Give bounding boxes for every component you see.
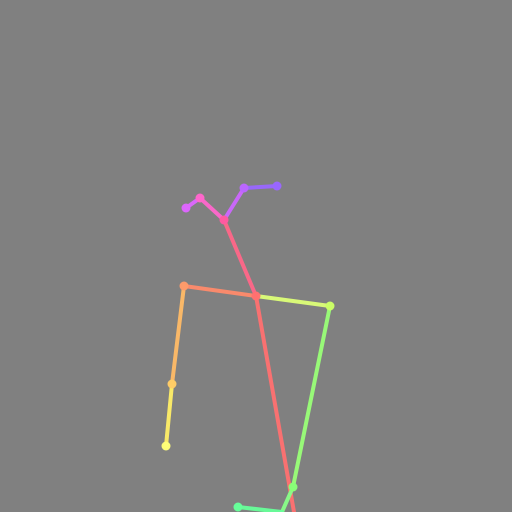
joint-right-eye [195,193,205,203]
bone-right-upper-arm [170,284,186,386]
joint-nose [219,215,229,225]
bone-left-lower [280,485,295,512]
joint-left-ear [272,181,282,191]
bone-left-upper-arm [291,304,332,489]
bone-hip-foot [236,505,284,512]
bone-neck-nose [222,218,258,298]
joint-right-shoulder [179,281,189,291]
joint-left-eye [239,183,249,193]
bone-right-forearm [164,382,174,448]
bone-nose-right-eye [198,196,226,222]
joint-neck [251,291,261,301]
skeleton-joints [161,181,335,512]
bone-neck-right-shoulder [182,284,258,298]
joint-right-wrist [161,441,171,451]
bone-nose-left-eye [222,186,246,222]
bone-left-eye-ear [242,184,279,190]
joint-right-hip [233,502,243,512]
bone-neck-left-shoulder [254,294,332,308]
joint-right-elbow [167,379,177,389]
joint-left-elbow [288,482,298,492]
joint-left-shoulder [325,301,335,311]
bone-torso [254,294,296,512]
joint-right-ear [181,203,191,213]
